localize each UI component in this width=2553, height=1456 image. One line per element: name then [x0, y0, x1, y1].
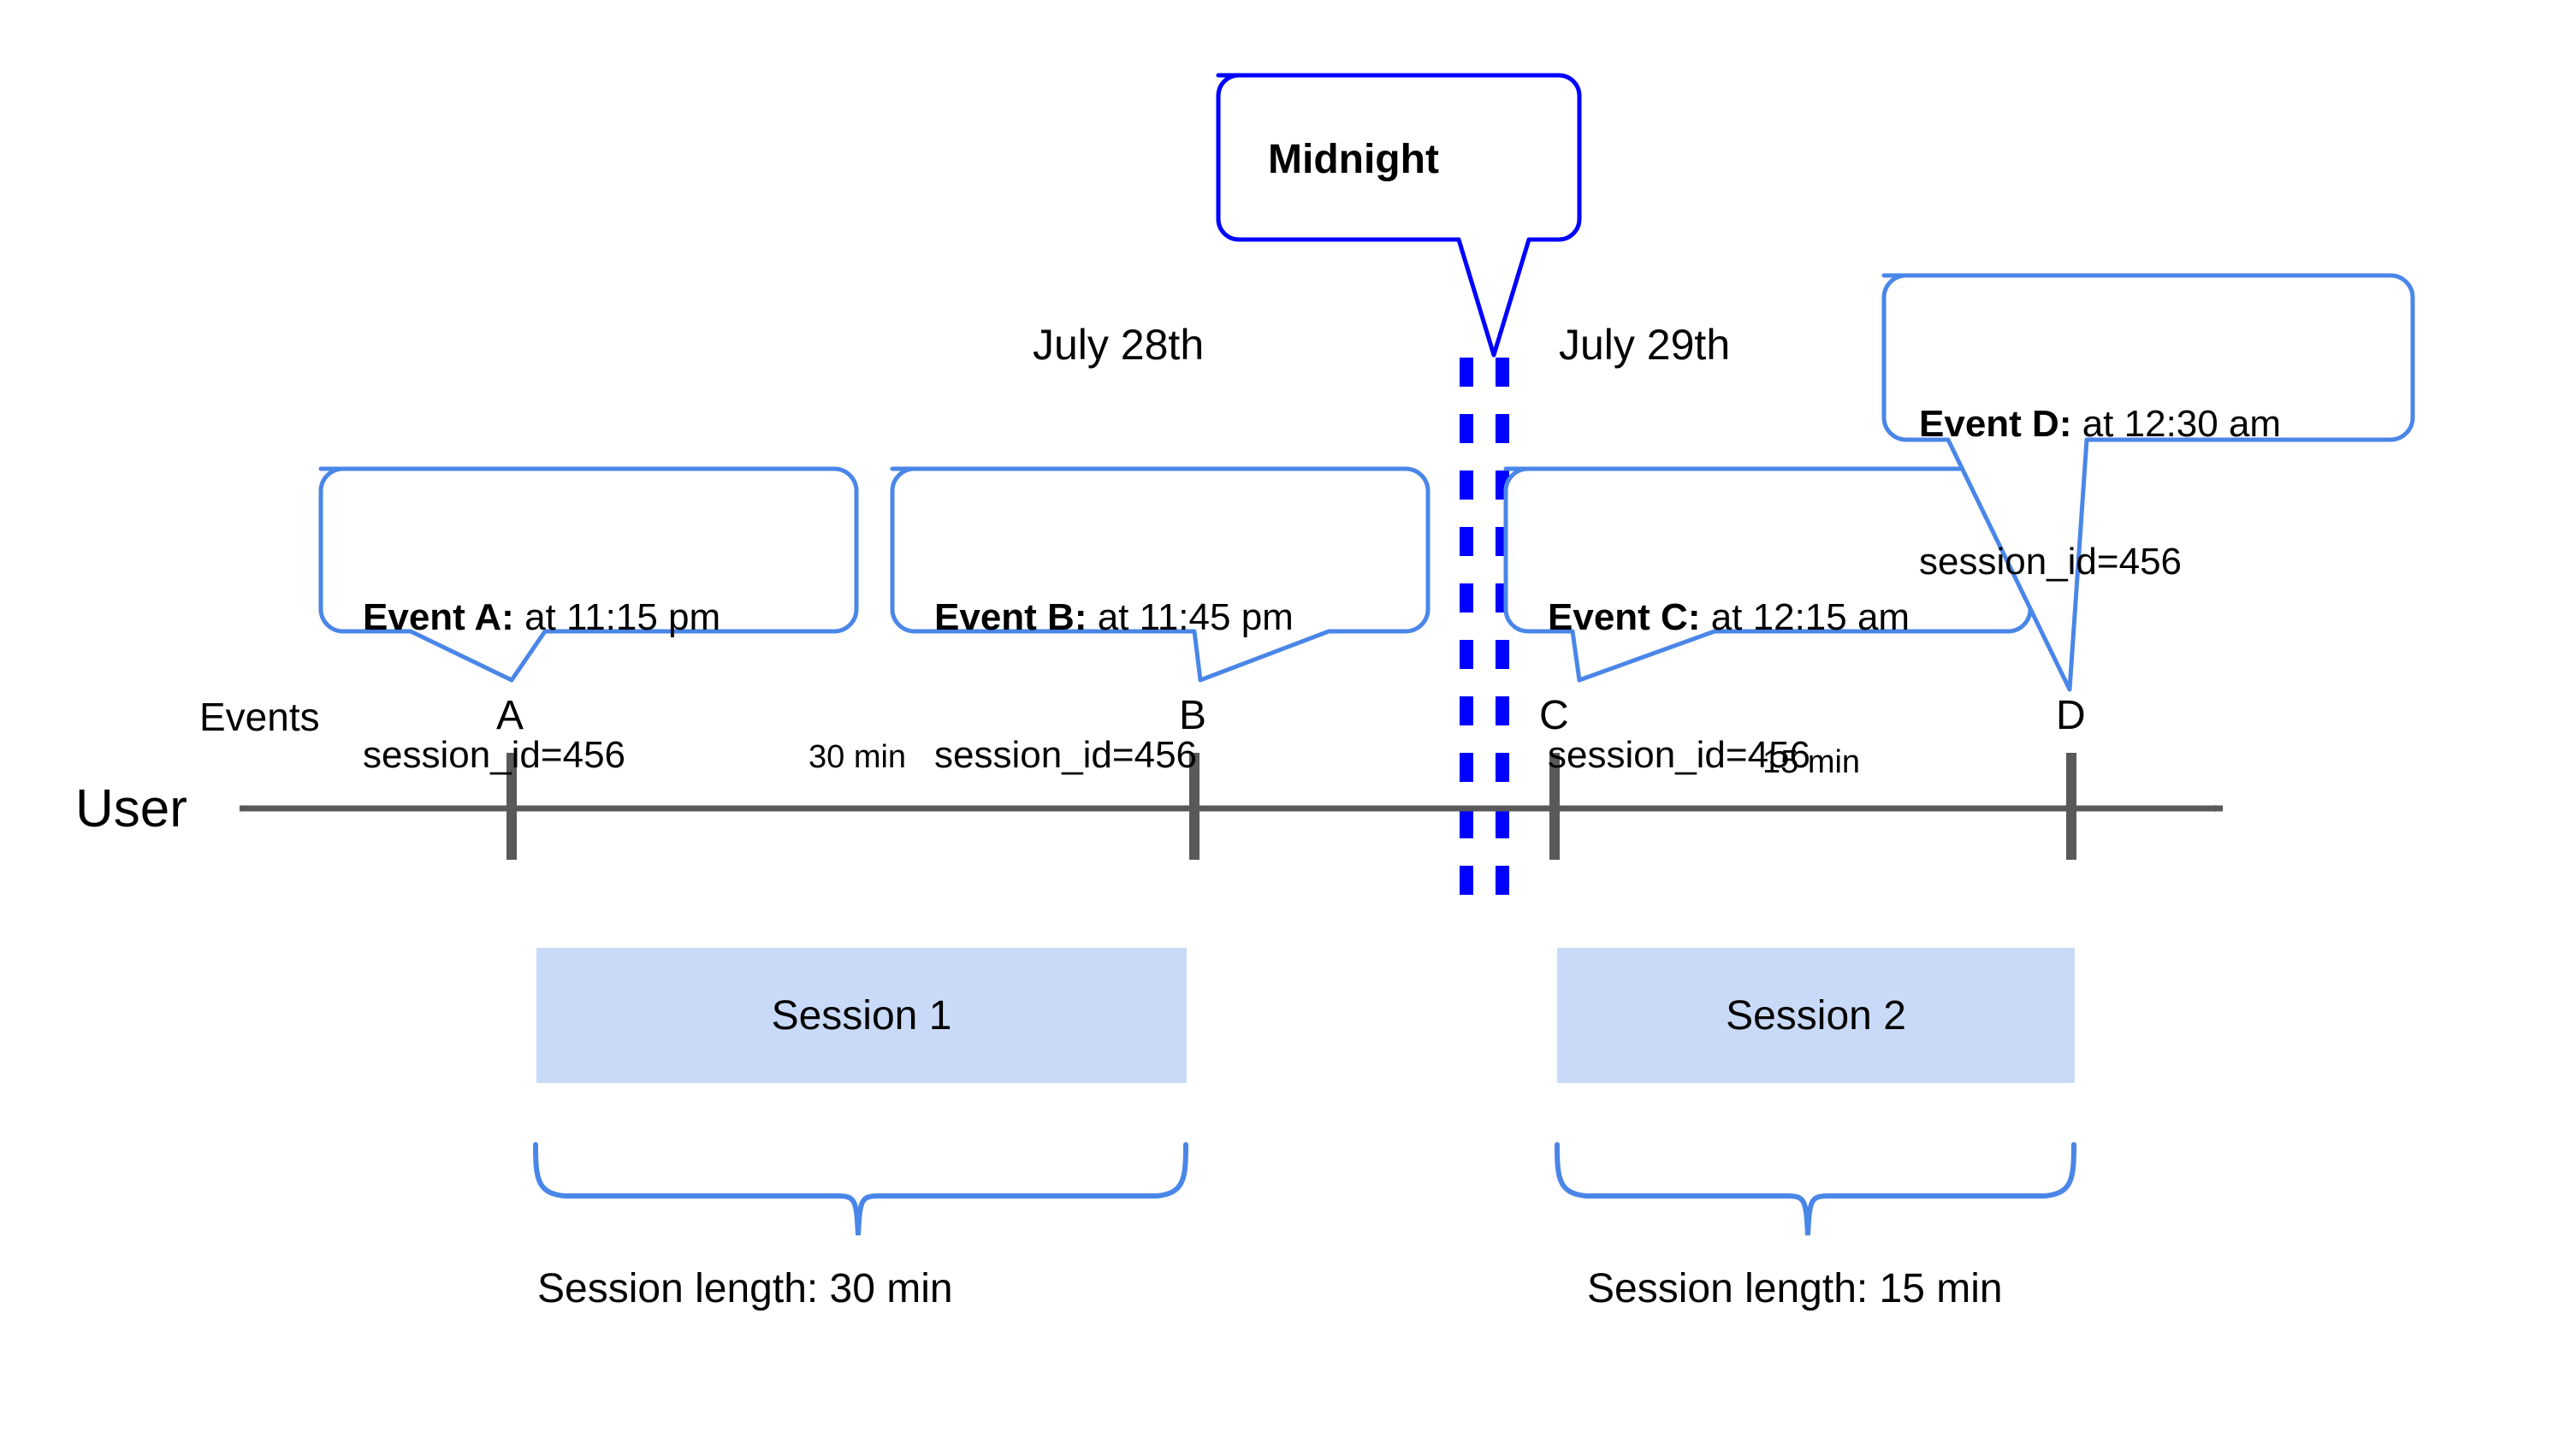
session-1-brace	[533, 1142, 1188, 1236]
event-d-time: at 12:30 am	[2071, 403, 2282, 446]
event-a-callout-text: Event A: at 11:15 pm session_id=456	[363, 503, 720, 870]
timeline-axis	[240, 753, 2224, 860]
event-c-title: Event C:	[1548, 596, 1701, 639]
marker-label-c: C	[1539, 693, 1569, 738]
event-b-session-id: session_id=456	[934, 734, 1198, 777]
event-b-time: at 11:45 pm	[1087, 596, 1294, 639]
date-label-july-28: July 28th	[1033, 321, 1205, 369]
event-a-time: at 11:15 pm	[513, 596, 721, 639]
event-c-callout-text: Event C: at 12:15 am session_id=456	[1548, 503, 1910, 870]
midnight-callout-shape	[1216, 73, 1582, 358]
event-b-callout-shape	[890, 466, 1431, 683]
duration-label-15-min: 15 min	[1762, 744, 1861, 780]
event-d-callout-text: Event D: at 12:30 am session_id=456	[1919, 310, 2281, 677]
marker-label-d: D	[2056, 693, 2086, 738]
user-row-label: User	[75, 779, 187, 838]
session-1-box[interactable]: Session 1	[536, 948, 1187, 1083]
midnight-divider-lines	[1460, 358, 1509, 922]
events-row-label: Events	[199, 695, 320, 739]
event-c-time: at 12:15 am	[1700, 596, 1910, 639]
event-d-callout-shape	[1881, 273, 2415, 692]
midnight-label: Midnight	[1268, 137, 1439, 182]
session-2-box[interactable]: Session 2	[1557, 948, 2075, 1083]
session-1-length-label: Session length: 30 min	[537, 1266, 953, 1311]
date-label-july-29: July 29th	[1559, 321, 1731, 369]
event-a-callout-shape	[318, 466, 859, 683]
marker-label-a: A	[496, 693, 524, 738]
event-a-title: Event A:	[363, 596, 514, 639]
marker-label-b: B	[1179, 693, 1207, 738]
event-b-title: Event B:	[934, 596, 1087, 639]
session-2-length-label: Session length: 15 min	[1587, 1266, 2003, 1311]
duration-label-30-min: 30 min	[809, 739, 907, 775]
event-d-title: Event D:	[1919, 403, 2072, 446]
session-1-label: Session 1	[771, 993, 952, 1039]
event-d-session-id: session_id=456	[1919, 541, 2183, 583]
event-a-session-id: session_id=456	[363, 734, 626, 777]
event-c-session-id: session_id=456	[1548, 734, 1811, 777]
session-2-label: Session 2	[1726, 993, 1906, 1039]
event-b-callout-text: Event B: at 11:45 pm session_id=456	[934, 503, 1294, 870]
session-2-brace	[1555, 1142, 2076, 1236]
